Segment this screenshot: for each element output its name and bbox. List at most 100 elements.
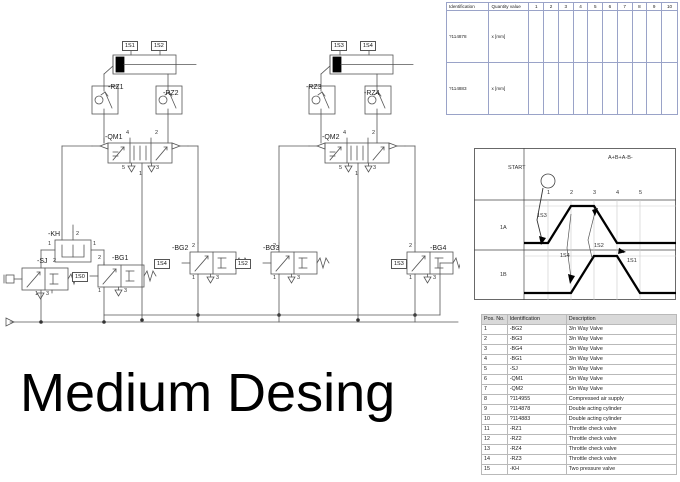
qty-head-2: 2 bbox=[543, 2, 559, 11]
valve-QM1-body bbox=[107, 142, 173, 164]
parts-cell-desc: 5/n Way Valve bbox=[565, 374, 678, 385]
sensor-label-1S4: 1S4 bbox=[360, 41, 376, 51]
port-2-BG3: 2 bbox=[273, 243, 277, 249]
timing-step-3: 3 bbox=[593, 190, 597, 196]
timing-step-5: 5 bbox=[639, 190, 643, 196]
qty-cell[interactable] bbox=[587, 62, 604, 115]
parts-cell-id: -RZ3 bbox=[506, 454, 567, 465]
qty-cell[interactable] bbox=[646, 62, 663, 115]
qty-cell[interactable] bbox=[631, 10, 648, 63]
parts-cell-desc: Double acting cylinder bbox=[565, 404, 678, 415]
qty-cell[interactable] bbox=[661, 10, 678, 63]
qty-cell[interactable] bbox=[557, 62, 574, 115]
qty-cell[interactable] bbox=[528, 62, 545, 115]
throttle-RZ3-body bbox=[308, 85, 336, 115]
qty-cell[interactable] bbox=[587, 10, 604, 63]
label-BG3: -BG3 bbox=[263, 245, 280, 252]
qty-row-114878: ?114878 x [mm] bbox=[445, 10, 678, 63]
qty-cell[interactable] bbox=[543, 10, 559, 63]
displacement-step-diagram bbox=[474, 148, 676, 300]
qty-cell[interactable] bbox=[602, 10, 618, 63]
qty-head-1: 1 bbox=[528, 2, 545, 11]
port-3-BG4: 3 bbox=[433, 275, 437, 281]
qty-cell[interactable] bbox=[616, 62, 633, 115]
label-RZ2: -RZ2 bbox=[163, 90, 179, 97]
parts-cell-id: -BG3 bbox=[506, 334, 567, 345]
qty-unit-114883: x [mm] bbox=[488, 62, 530, 115]
parts-cell-desc: 3/n Way Valve bbox=[565, 354, 678, 365]
timing-annot-1S4: 1S4 bbox=[560, 253, 570, 259]
timing-row-1A: 1A bbox=[500, 225, 507, 231]
qty-cell[interactable] bbox=[528, 10, 545, 63]
parts-cell-pos: 2 bbox=[481, 334, 508, 345]
qty-unit-114878: x [mm] bbox=[488, 10, 530, 63]
qty-cell[interactable] bbox=[572, 10, 589, 63]
parts-cell-id: -BG1 bbox=[506, 354, 567, 365]
parts-cell-desc: Compressed air supply bbox=[565, 394, 678, 405]
port-3-QM2: 3 bbox=[373, 165, 377, 171]
label-KH: -KH bbox=[48, 231, 61, 238]
timing-annot-1S1: 1S1 bbox=[627, 258, 637, 264]
sensor-label-1S2: 1S2 bbox=[151, 41, 167, 51]
label-RZ1: -RZ1 bbox=[108, 84, 124, 91]
qty-cell[interactable] bbox=[631, 62, 648, 115]
quantity-value-table: Identification Quantity value 1 2 3 4 5 … bbox=[445, 2, 678, 115]
parts-cell-pos: 9 bbox=[481, 404, 508, 415]
port-1-BG3: 1 bbox=[273, 275, 277, 281]
timing-step-2: 2 bbox=[570, 190, 574, 196]
qty-cell[interactable] bbox=[557, 10, 574, 63]
parts-cell-pos: 15 bbox=[481, 464, 508, 475]
parts-cell-desc: 3/n Way Valve bbox=[565, 334, 678, 345]
port-2-BG4: 2 bbox=[409, 243, 413, 249]
label-BG1: -BG1 bbox=[112, 255, 129, 262]
qty-cell[interactable] bbox=[616, 10, 633, 63]
parts-cell-pos: 4 bbox=[481, 354, 508, 365]
label-QM2: -QM2 bbox=[322, 134, 340, 141]
parts-cell-desc: Two pressure valve bbox=[565, 464, 678, 475]
qty-head-10: 10 bbox=[661, 2, 678, 11]
parts-list-table: Pos. No. Identification Description 1-BG… bbox=[481, 314, 678, 475]
label-BG4: -BG4 bbox=[430, 245, 447, 252]
parts-cell-id: ?114878 bbox=[506, 404, 567, 415]
qty-cell[interactable] bbox=[602, 62, 618, 115]
parts-head-desc: Description bbox=[565, 314, 678, 325]
qty-cell[interactable] bbox=[543, 62, 559, 115]
parts-cell-pos: 10 bbox=[481, 414, 508, 425]
roller-tag-BG2: 1S4 bbox=[154, 259, 170, 269]
parts-cell-pos: 1 bbox=[481, 324, 508, 335]
qty-cell[interactable] bbox=[661, 62, 678, 115]
parts-cell-pos: 11 bbox=[481, 424, 508, 435]
port-3-BG2: 3 bbox=[216, 275, 220, 281]
qty-head-identification: Identification bbox=[445, 2, 490, 11]
cylinder-1-piston bbox=[115, 56, 125, 73]
sensor-label-1S3: 1S3 bbox=[331, 41, 347, 51]
parts-cell-desc: Throttle check valve bbox=[565, 434, 678, 445]
air-supply-symbol bbox=[5, 317, 15, 327]
qty-cell[interactable] bbox=[646, 10, 663, 63]
timing-step-4: 4 bbox=[616, 190, 620, 196]
qty-cell[interactable] bbox=[572, 62, 589, 115]
parts-cell-pos: 13 bbox=[481, 444, 508, 455]
throttle-RZ1-body bbox=[91, 85, 119, 115]
port-1a-KH: 1 bbox=[48, 241, 52, 247]
qty-header-row: Identification Quantity value 1 2 3 4 5 … bbox=[445, 2, 678, 11]
port-5-QM2: 5 bbox=[339, 165, 343, 171]
parts-cell-desc: 5/n Way Valve bbox=[565, 384, 678, 395]
port-1-QM1: 1 bbox=[139, 171, 143, 177]
pneumatic-circuit-diagram bbox=[0, 0, 460, 345]
